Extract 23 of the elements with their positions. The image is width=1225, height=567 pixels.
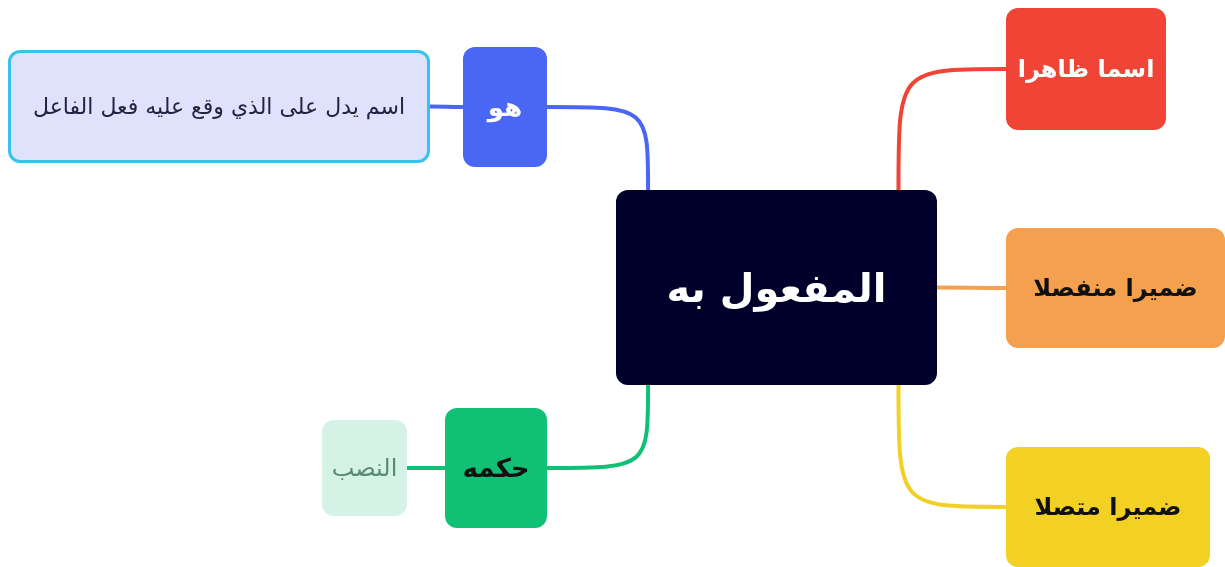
branch-line	[407, 466, 445, 470]
topic-box	[8, 50, 430, 163]
branch-line	[896, 67, 1006, 190]
topic-box	[1006, 228, 1225, 348]
branch-line	[896, 385, 1006, 509]
topic-label: النصب	[331, 454, 398, 482]
topic-box	[1006, 8, 1166, 130]
topic-label: ضميرا متصلا	[1034, 493, 1182, 521]
topic-label: ضميرا منفصلا	[1033, 274, 1198, 302]
branch-line	[937, 285, 1006, 290]
branch-line	[547, 105, 651, 190]
branch-line	[547, 385, 651, 470]
topic-box	[1006, 447, 1210, 567]
topic-box	[445, 408, 547, 528]
topic-box	[616, 190, 937, 385]
topic-label: اسما ظاهرا	[1017, 55, 1155, 83]
topic-label: اسم يدل على الذي وقع عليه فعل الفاعل	[33, 94, 406, 119]
branch-line	[430, 104, 463, 109]
topic-label: حكمه	[462, 453, 530, 483]
topic-label: المفعول به	[666, 264, 887, 311]
topic-label: هو	[487, 92, 523, 122]
topic-box	[463, 47, 547, 167]
topic-box	[322, 420, 407, 516]
